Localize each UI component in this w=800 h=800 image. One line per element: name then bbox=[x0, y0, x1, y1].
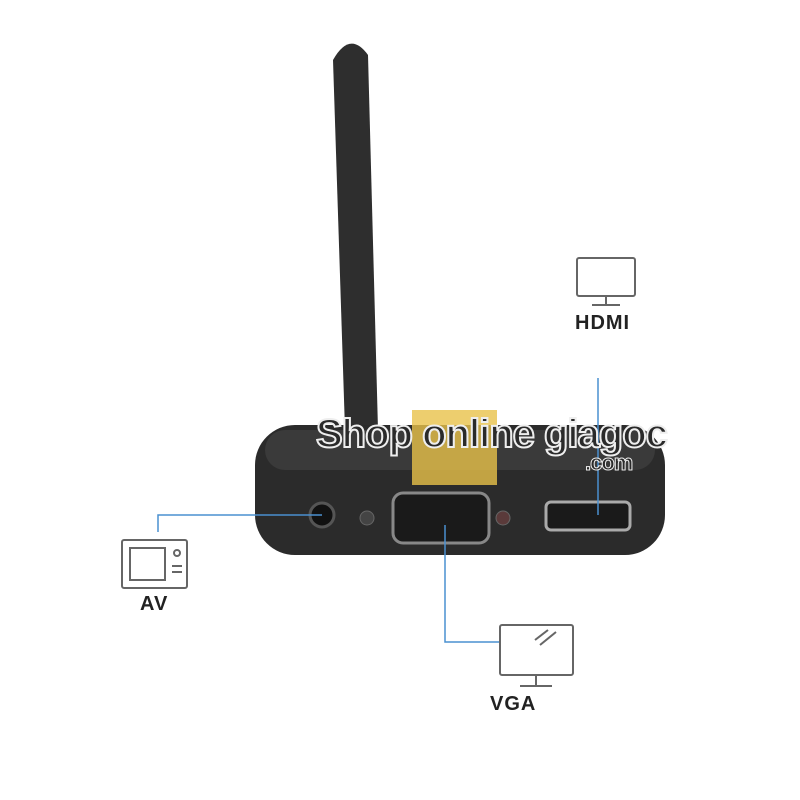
watermark-domain: .com bbox=[584, 450, 633, 476]
logo-block bbox=[412, 410, 497, 485]
vga-port bbox=[391, 491, 491, 545]
watermark-text: Shop online giagoc bbox=[315, 411, 669, 457]
hdmi-port bbox=[544, 500, 632, 532]
antenna bbox=[333, 43, 378, 431]
led-left bbox=[359, 510, 375, 526]
led-right bbox=[495, 510, 511, 526]
vga-label: VGA bbox=[490, 693, 537, 715]
tv-icon bbox=[121, 539, 188, 589]
av-label: AV bbox=[140, 593, 169, 615]
connector-lines bbox=[157, 378, 599, 643]
monitor-icon bbox=[576, 257, 636, 306]
hdmi-label: HDMI bbox=[575, 312, 631, 334]
vga-monitor-icon bbox=[499, 624, 574, 687]
